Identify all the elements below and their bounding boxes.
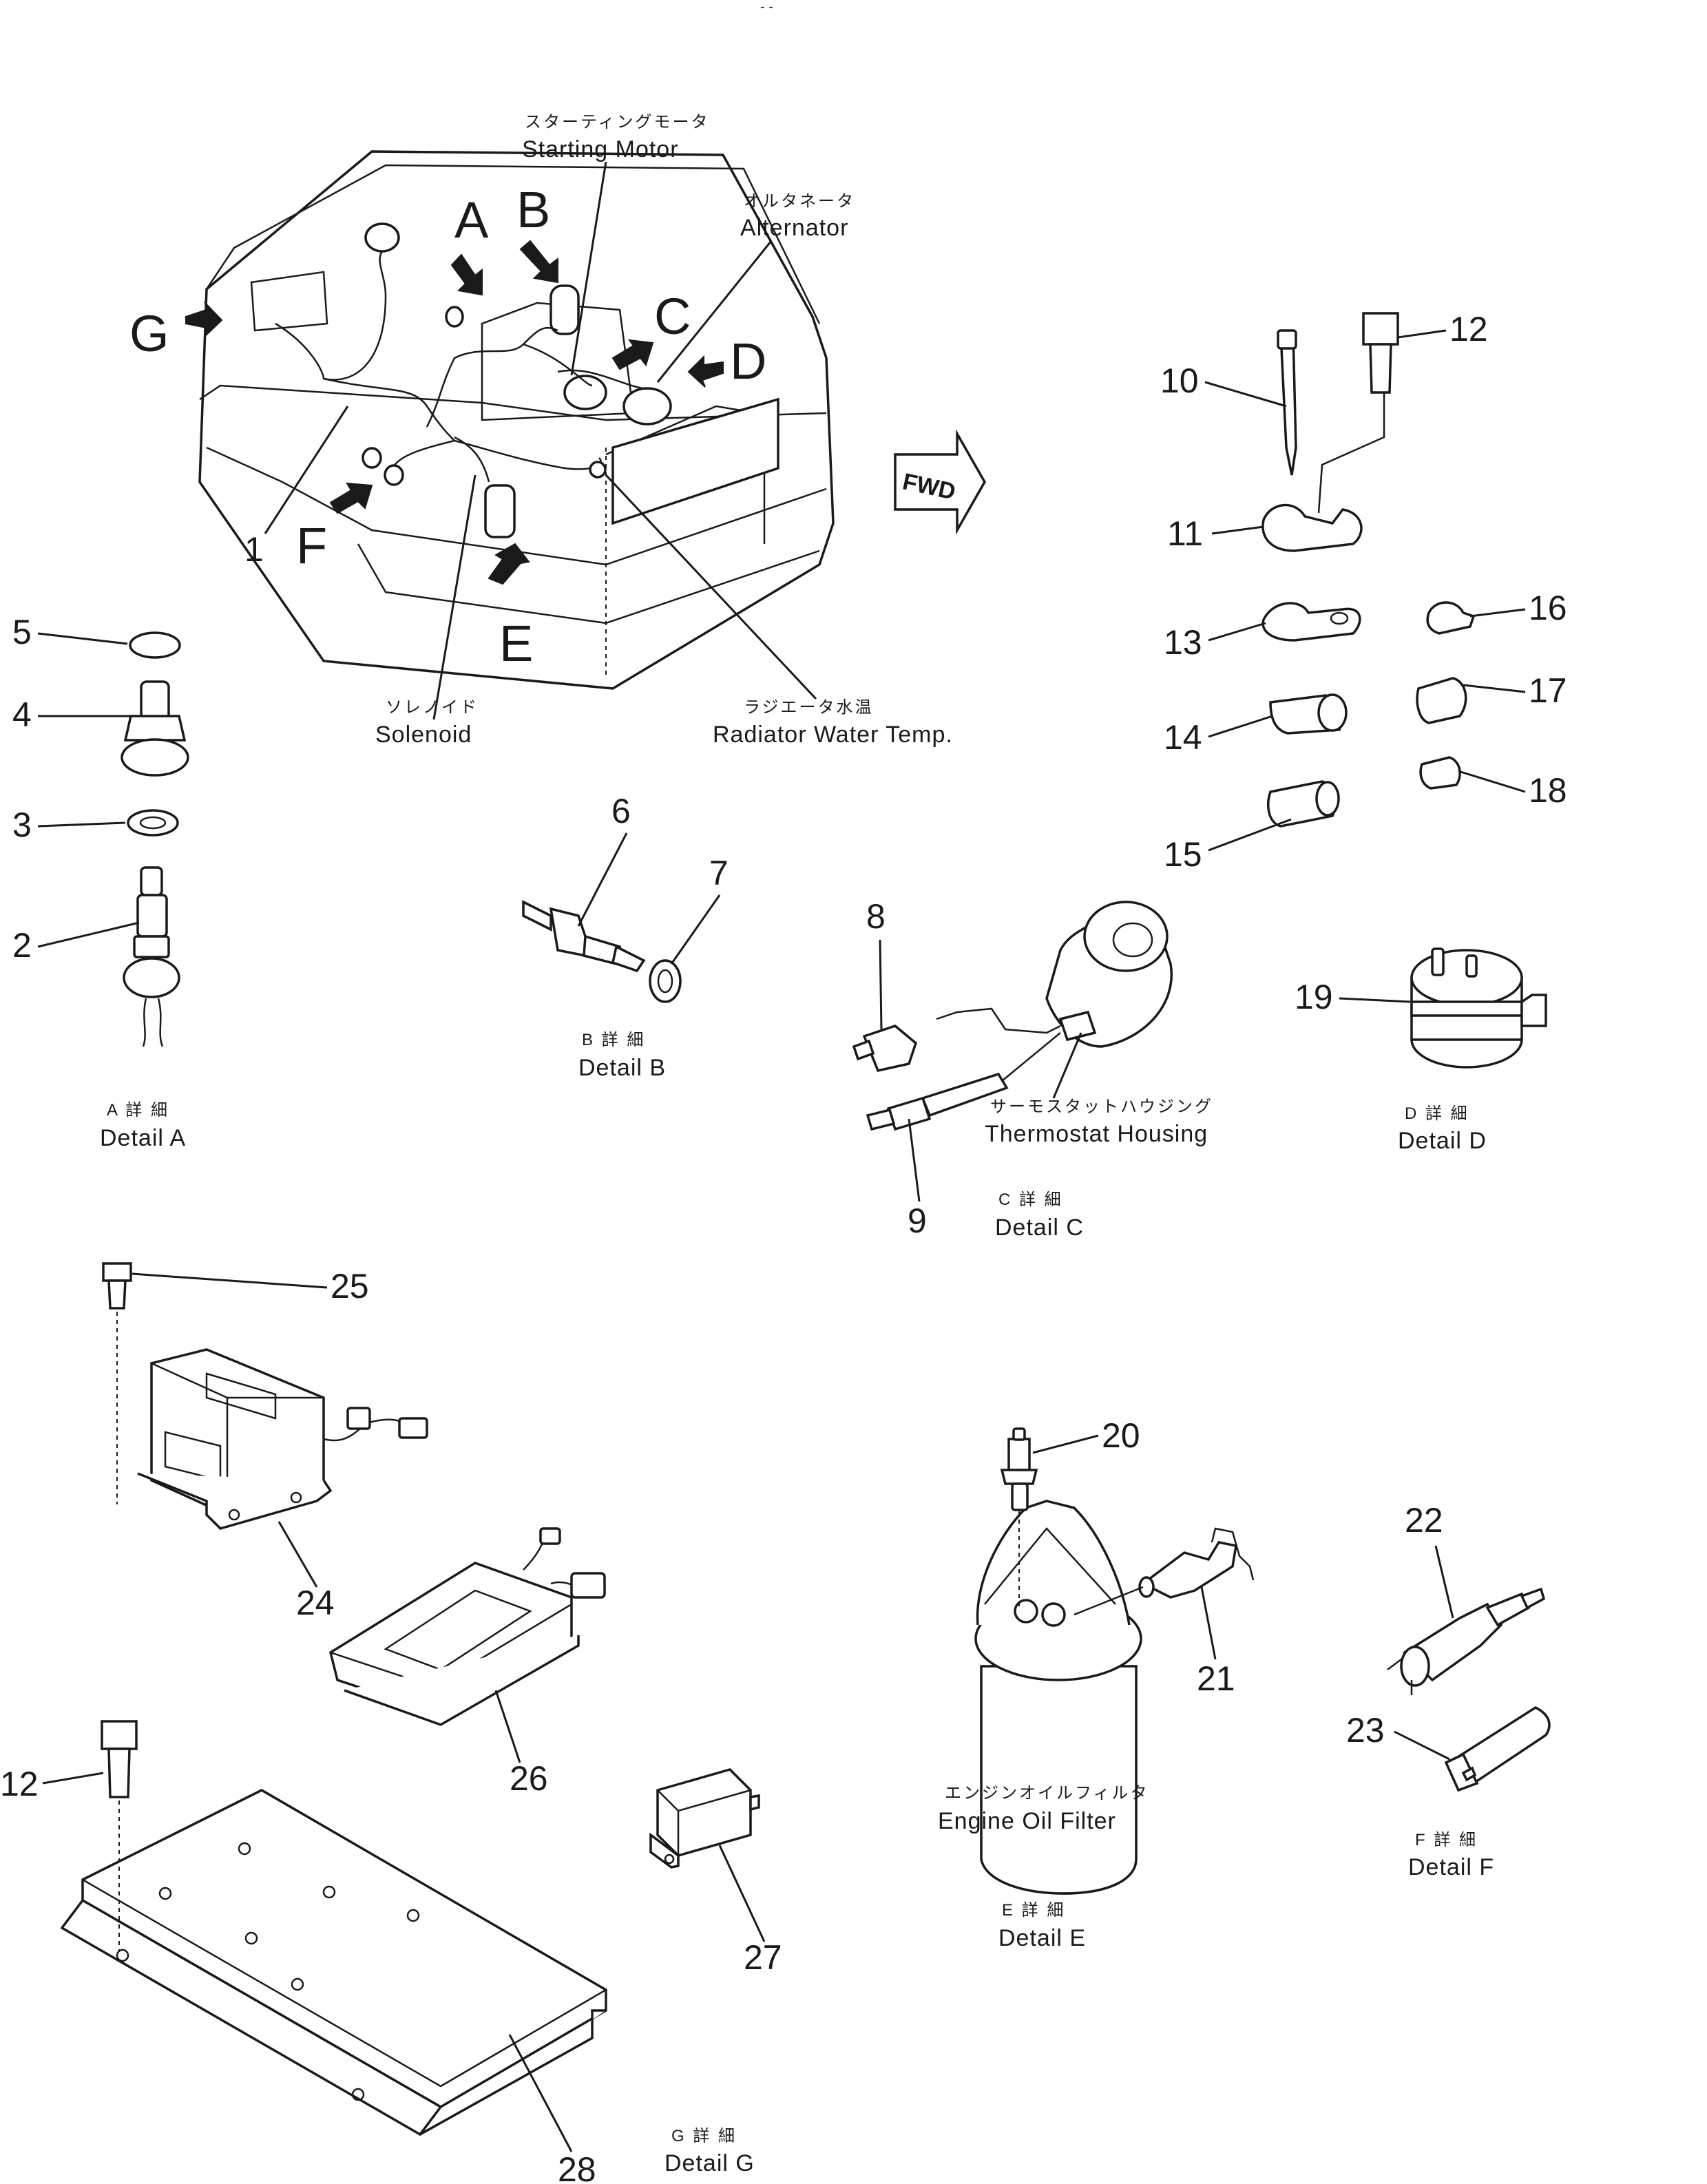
detail-c-parts — [852, 901, 1173, 1131]
detail-f-parts — [1387, 1587, 1551, 1792]
callout-16: 16 — [1529, 589, 1567, 627]
controller-24 — [102, 1262, 428, 1530]
callout-6: 6 — [611, 792, 631, 830]
engine-oil-filter-en: Engine Oil Filter — [938, 1808, 1116, 1834]
detail-b-jp: B 詳 細 — [582, 1031, 645, 1049]
view-letter-c: C — [654, 288, 691, 345]
callout-19: 19 — [1295, 978, 1333, 1016]
callout-7: 7 — [709, 854, 729, 892]
view-letter-b: B — [516, 181, 550, 238]
starting-motor-en: Starting Motor — [522, 136, 679, 162]
radiator-water-temp-jp: ラジエータ水温 — [744, 698, 874, 717]
view-arrows — [185, 240, 724, 585]
detail-c-jp: C 詳 細 — [998, 1190, 1063, 1209]
detail-e-parts — [974, 1427, 1255, 1895]
thermostat-housing-en: Thermostat Housing — [985, 1121, 1208, 1147]
detail-a-en: Detail A — [100, 1125, 186, 1151]
alternator-en: Alternator — [740, 215, 848, 241]
callout-12: 12 — [1449, 310, 1488, 348]
callout-12-bottom: 12 — [0, 1765, 39, 1803]
callout-22: 22 — [1405, 1501, 1443, 1540]
alternator-jp: オルタネータ — [744, 192, 855, 211]
detail-b-parts — [522, 900, 682, 1003]
view-letter-e: E — [499, 615, 533, 672]
callout-27: 27 — [744, 1938, 782, 1977]
solenoid-jp: ソレノイド — [386, 698, 479, 717]
detail-d-parts — [1410, 947, 1547, 1069]
callout-23: 23 — [1346, 1711, 1385, 1750]
fwd-indicator: FWD — [894, 429, 987, 535]
controller-26 — [328, 1527, 606, 1726]
callout-25: 25 — [331, 1267, 369, 1305]
detail-a-jp: A 詳 細 — [107, 1101, 169, 1120]
radiator-water-temp-en: Radiator Water Temp. — [713, 722, 953, 748]
callout-4: 4 — [12, 695, 32, 734]
clip-parts — [1261, 312, 1476, 828]
detail-a-parts — [121, 631, 189, 1047]
callout-8: 8 — [866, 897, 886, 936]
callout-10: 10 — [1160, 361, 1199, 400]
callout-24: 24 — [296, 1584, 335, 1622]
view-letter-f: F — [296, 517, 327, 574]
view-letter-a: A — [454, 191, 489, 249]
relay-27 — [649, 1768, 760, 1869]
header-mark: - - — [760, 0, 773, 14]
callout-13: 13 — [1164, 623, 1202, 662]
arrow-g-icon — [185, 300, 223, 338]
callout-17: 17 — [1529, 671, 1567, 710]
callout-5: 5 — [12, 613, 32, 651]
callout-1: 1 — [244, 530, 264, 569]
detail-d-jp: D 詳 細 — [1405, 1104, 1469, 1123]
detail-f-jp: F 詳 細 — [1415, 1831, 1478, 1849]
arrow-c-icon — [611, 339, 654, 370]
detail-e-jp: E 詳 細 — [1002, 1901, 1065, 1920]
view-letter-g: G — [129, 305, 169, 362]
detail-e-en: Detail E — [998, 1925, 1086, 1951]
callout-3: 3 — [12, 806, 32, 844]
detail-b-en: Detail B — [578, 1055, 666, 1081]
view-letter-d: D — [730, 333, 766, 390]
callout-14: 14 — [1164, 718, 1202, 757]
arrow-a-icon — [450, 253, 483, 296]
engine-oil-filter-jp: エンジンオイルフィルタ — [945, 1784, 1149, 1803]
detail-g-en: Detail G — [664, 2150, 755, 2176]
callout-20: 20 — [1102, 1416, 1140, 1455]
callout-18: 18 — [1529, 771, 1567, 810]
callout-15: 15 — [1164, 835, 1202, 874]
bracket-28 — [60, 1720, 607, 2136]
callout-26: 26 — [510, 1759, 548, 1798]
thermostat-housing-jp: サーモスタットハウジング — [990, 1098, 1213, 1116]
detail-f-en: Detail F — [1408, 1854, 1494, 1880]
detail-c-en: Detail C — [995, 1215, 1084, 1241]
arrow-d-icon — [687, 355, 724, 388]
solenoid-en: Solenoid — [375, 722, 472, 748]
detail-d-en: Detail D — [1398, 1128, 1487, 1154]
callout-28: 28 — [558, 2150, 596, 2184]
callout-9: 9 — [908, 1201, 927, 1240]
detail-g-jp: G 詳 細 — [671, 2127, 737, 2145]
callout-21: 21 — [1197, 1659, 1235, 1698]
starting-motor-jp: スターティングモータ — [525, 113, 710, 132]
callout-11: 11 — [1167, 514, 1203, 553]
callout-2: 2 — [12, 926, 32, 965]
arrow-e-icon — [488, 543, 530, 585]
arrow-f-icon — [329, 482, 373, 514]
arrow-b-icon — [519, 240, 558, 284]
